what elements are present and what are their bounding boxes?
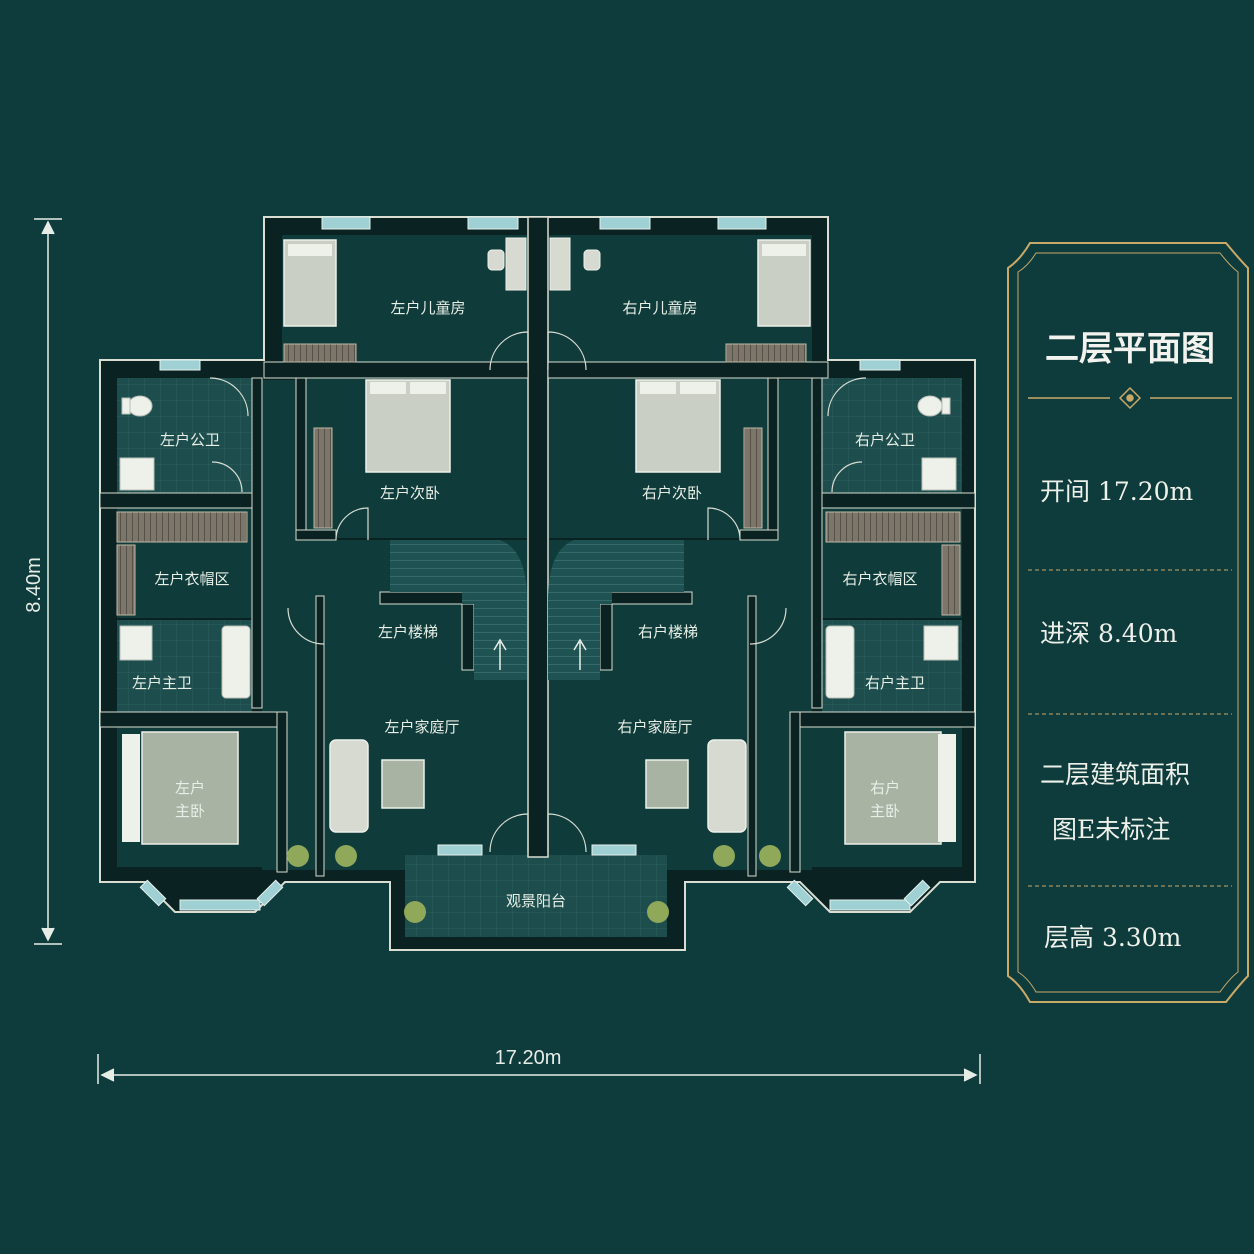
label-left-cloak: 左户衣帽区 — [154, 570, 229, 588]
left-master-bed — [141, 731, 239, 845]
party-wall — [527, 216, 549, 858]
horizontal-dimension — [97, 1054, 981, 1084]
spec-area-line1: 二层建筑面积 — [1040, 760, 1190, 789]
desks — [487, 237, 601, 291]
label-left-stairs: 左户楼梯 — [378, 623, 438, 641]
label-right-public-bath: 右户公卫 — [855, 431, 915, 449]
right-second-bed — [635, 379, 721, 473]
label-left-master-line2: 主卧 — [175, 802, 205, 820]
label-left-master-bath: 左户主卫 — [132, 674, 192, 692]
pillows — [122, 244, 956, 842]
right-master-bed — [844, 731, 942, 845]
ornament-divider — [1028, 386, 1232, 410]
label-left-public-bath: 左户公卫 — [160, 431, 220, 449]
spec-depth: 进深 8.40m — [1040, 619, 1178, 648]
room-labels: 左户儿童房 右户儿童房 左户公卫 右户公卫 左户次卧 右户次卧 左户衣帽区 右户… — [132, 299, 925, 910]
info-panel: 二层平面图 开间 17.20m 进深 8.40m 二层建筑面积 图E未标注 层高… — [1007, 242, 1249, 1003]
beds — [141, 239, 942, 845]
label-right-family: 右户家庭厅 — [617, 718, 692, 736]
left-staircase — [390, 540, 527, 680]
label-left-master-line1: 左户 — [175, 779, 205, 797]
windows — [139, 216, 931, 911]
vertical-dimension — [34, 218, 62, 945]
left-second-bed — [365, 379, 451, 473]
panel-title: 二层平面图 — [1045, 329, 1215, 369]
spec-area-line2: 图E未标注 — [1052, 815, 1170, 844]
label-left-kids-room: 左户儿童房 — [390, 299, 465, 317]
label-left-family: 左户家庭厅 — [384, 718, 459, 736]
plants — [287, 845, 781, 923]
horizontal-dimension-label: 17.20m — [495, 1047, 562, 1069]
bath-fixtures — [119, 395, 959, 699]
label-right-cloak: 右户衣帽区 — [842, 570, 917, 588]
label-right-master-line1: 右户 — [870, 779, 900, 797]
right-staircase — [548, 540, 684, 680]
family-furniture — [329, 739, 747, 833]
label-right-master-line2: 主卧 — [870, 802, 900, 820]
panel-inner-frame — [1017, 252, 1239, 993]
vertical-dimension-label: 8.40m — [23, 557, 45, 613]
label-balcony: 观景阳台 — [506, 892, 566, 910]
building — [99, 216, 976, 951]
spec-width: 开间 17.20m — [1040, 477, 1194, 506]
interior-walls — [99, 361, 976, 877]
spec-height: 层高 3.30m — [1044, 923, 1182, 952]
door-swings — [209, 331, 867, 853]
label-right-kids-room: 右户儿童房 — [622, 299, 697, 317]
wardrobes — [116, 343, 961, 616]
label-right-master-bath: 右户主卫 — [865, 674, 925, 692]
label-right-second-bed: 右户次卧 — [642, 484, 702, 502]
label-left-second-bed: 左户次卧 — [380, 484, 440, 502]
label-right-stairs: 右户楼梯 — [638, 623, 698, 641]
balcony-area — [405, 855, 667, 937]
panel-frame — [1007, 242, 1249, 1003]
